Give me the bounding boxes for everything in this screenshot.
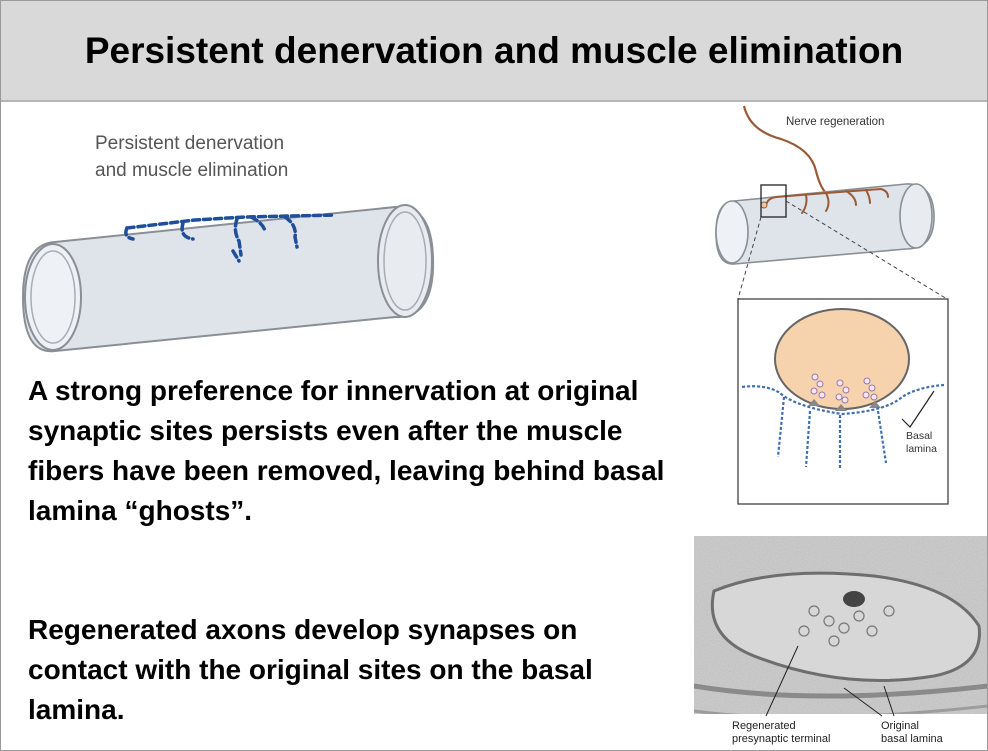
label-regenerated-terminal-line1: Regenerated <box>732 720 796 732</box>
fiber-left-opening <box>24 243 82 351</box>
body-paragraph-2: Regenerated axons develop synapses on co… <box>28 614 593 725</box>
presynaptic-terminal <box>774 308 910 410</box>
small-fiber-right-opening <box>899 183 933 249</box>
label-strip <box>694 714 987 750</box>
regenerating-axon <box>742 105 827 194</box>
title-bar: Persistent denervation and muscle elimin… <box>1 1 987 102</box>
fiber-right-opening <box>377 204 433 318</box>
label-original-basal-lamina-line1: Original <box>881 720 919 732</box>
muscle-fiber-tube <box>21 205 435 353</box>
small-fiber-left-opening <box>715 200 749 264</box>
terminal-profile <box>710 571 981 682</box>
label-regenerated-terminal: Regenerated presynaptic terminal <box>732 720 830 746</box>
axon-terminal-dot <box>760 201 768 209</box>
active-zones <box>808 399 881 411</box>
electron-micrograph: Regenerated presynaptic terminal Origina… <box>694 536 987 750</box>
basal-lamina <box>741 383 945 469</box>
basal-lamina-ghost-figure: Persistent denervation and muscle elimin… <box>21 133 435 353</box>
fiber-left-opening-inner <box>30 250 76 344</box>
synaptic-site-remnants <box>124 213 337 263</box>
basal-lamina-label-line2: lamina <box>906 443 937 455</box>
label-original-basal-lamina: Original basal lamina <box>881 720 943 746</box>
micrograph-vesicles <box>798 605 895 647</box>
basal-lamina-pointer <box>901 390 935 428</box>
original-basal-lamina-band <box>694 683 987 699</box>
slide-title: Persistent denervation and muscle elimin… <box>84 29 904 71</box>
body-paragraph-1: A strong preference for innervation at o… <box>28 375 665 526</box>
projection-line-right <box>785 200 948 300</box>
synaptic-vesicles <box>810 373 878 404</box>
figure-left-caption-line2: and muscle elimination <box>95 160 288 181</box>
label-regenerated-terminal-line2: presynaptic terminal <box>732 733 831 745</box>
label-original-basal-lamina-line2: basal lamina <box>881 733 943 745</box>
projection-line-left <box>737 216 762 300</box>
basal-lamina-label-line1: Basal <box>906 430 932 442</box>
fiber-right-opening-inner <box>383 211 427 311</box>
micrograph-image <box>694 536 987 750</box>
figure-left-caption-line1: Persistent denervation <box>95 133 284 154</box>
nerve-regeneration-label: Nerve regeneration <box>786 116 884 128</box>
dense-granule <box>843 591 865 607</box>
micrograph-pointers <box>765 645 895 717</box>
nerve-regeneration-figure: Nerve regeneration <box>715 105 949 505</box>
